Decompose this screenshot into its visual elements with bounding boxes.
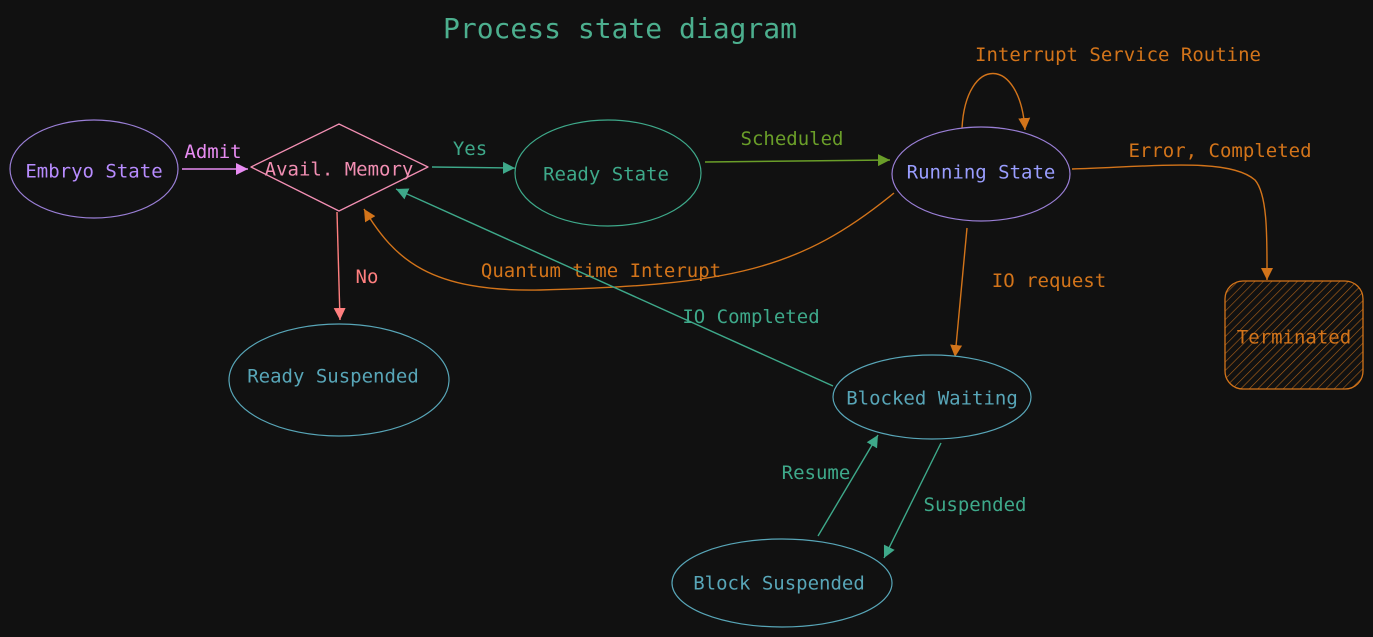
node-ready-suspended: Ready Suspended [228,323,450,437]
node-label-blocked-waiting: Blocked Waiting [846,388,1018,410]
node-label-avail-memory: Avail. Memory [265,159,414,181]
edge-label-no: No [356,266,379,288]
edge-scheduled [704,154,891,167]
edge-label-admit: Admit [184,141,241,163]
node-running-state: Running State [891,126,1071,222]
edge-yes [431,161,516,174]
edge-label-io-completed: IO Completed [682,306,819,328]
node-label-ready-state: Ready State [543,164,669,186]
node-label-block-suspended: Block Suspended [693,573,865,595]
edge-quantum-time-interrupt [363,192,895,291]
diagram-title: Process state diagram [443,12,797,45]
edge-resume [817,434,879,537]
node-terminated: Terminated [1224,280,1364,390]
node-label-embryo-state: Embryo State [25,161,162,183]
node-ready-state: Ready State [514,119,702,227]
edge-io-request [950,227,968,358]
edge-interrupt-service-routine [961,72,1031,131]
node-embryo-state: Embryo State [9,119,179,219]
edge-io-completed [395,188,834,387]
node-block-suspended: Block Suspended [671,538,893,628]
node-label-terminated: Terminated [1237,327,1351,349]
node-label-ready-suspended: Ready Suspended [247,366,419,388]
edge-label-resume: Resume [782,462,851,484]
node-blocked-waiting: Blocked Waiting [832,354,1032,440]
edge-label-io-request: IO request [992,270,1106,292]
edge-suspended [883,442,942,559]
node-avail-memory: Avail. Memory [250,123,429,212]
edge-label-scheduled: Scheduled [741,128,844,150]
edge-error-completed [1071,164,1274,281]
edge-no [333,211,346,321]
node-label-running-state: Running State [907,162,1056,184]
edge-label-interrupt-service-routine: Interrupt Service Routine [975,44,1261,66]
edge-label-quantum-time-interrupt: Quantum time Interupt [481,260,721,282]
edge-label-suspended: Suspended [924,494,1027,516]
edge-label-error-completed: Error, Completed [1128,140,1311,162]
edge-label-yes: Yes [453,138,487,160]
